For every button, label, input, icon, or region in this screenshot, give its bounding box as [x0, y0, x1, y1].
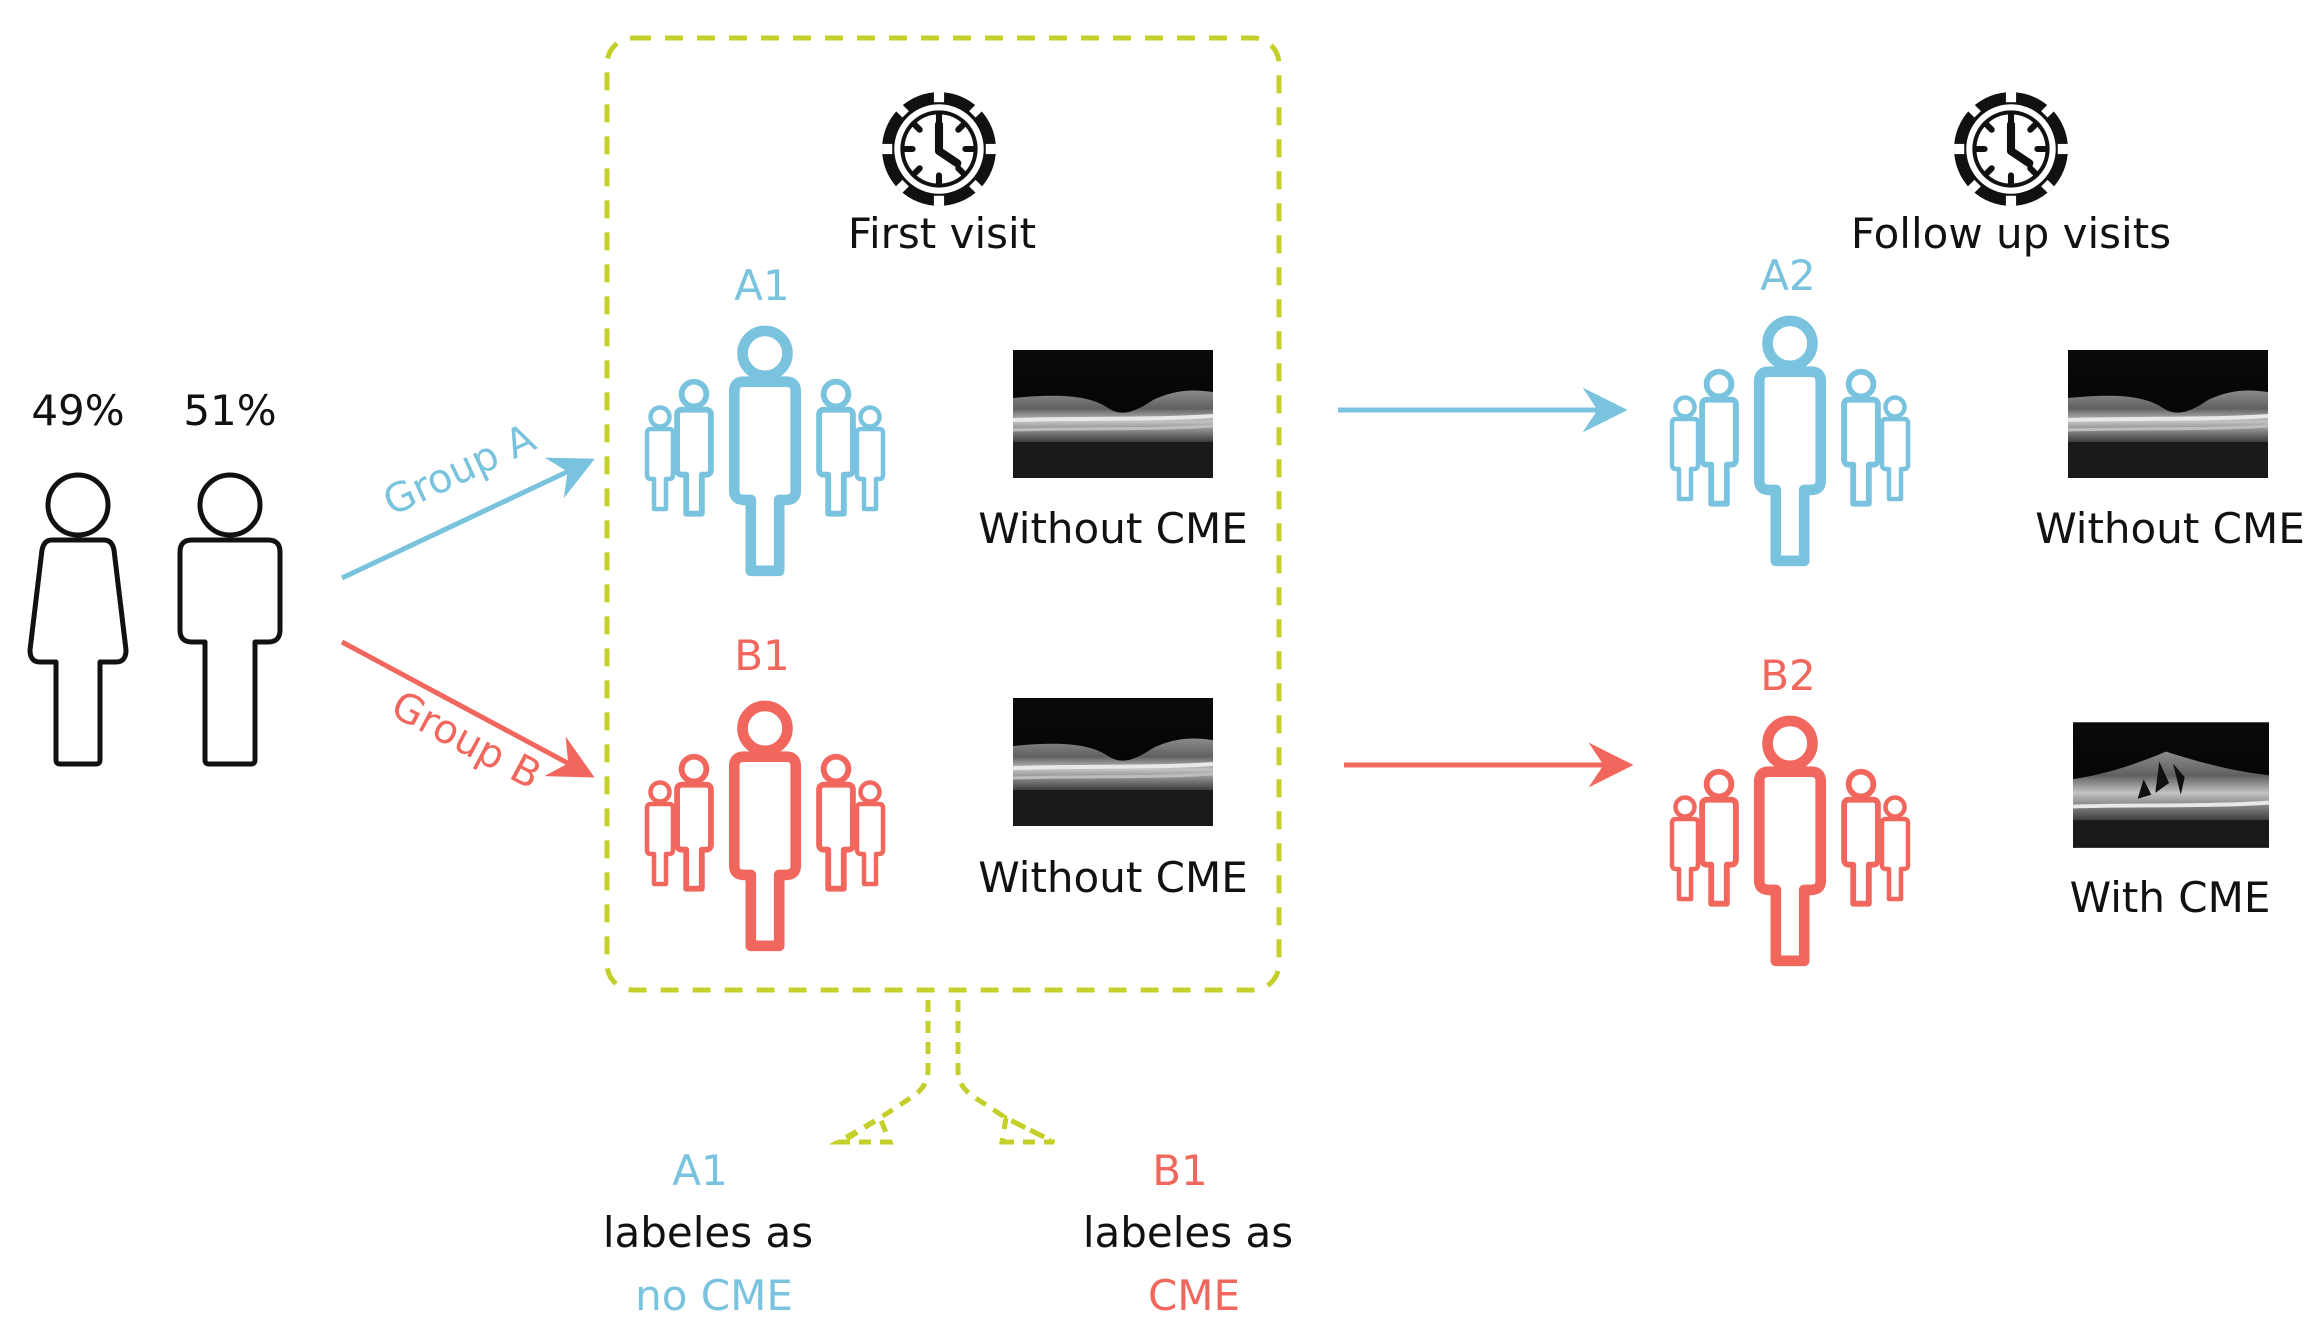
oct-scan-image	[2073, 722, 2269, 847]
a2-caption: Without CME	[2035, 504, 2305, 553]
a1-labeling-head: A1	[672, 1146, 727, 1195]
group-a-arrow	[340, 457, 595, 581]
oct-scan-image	[2068, 350, 2268, 478]
b1-caption: Without CME	[978, 853, 1248, 902]
female-person-icon	[27, 472, 129, 767]
b1-labeling: B1 labeles as CME	[1083, 1146, 1293, 1320]
b1-labeling-value: CME	[1148, 1271, 1240, 1320]
b1-labeling-line: labeles as	[1083, 1208, 1293, 1257]
female-percentage: 49%	[31, 386, 124, 435]
group-a-split: Group A	[340, 415, 595, 581]
b1-labeling-head: B1	[1152, 1146, 1208, 1195]
oct-scan-image	[1013, 698, 1213, 826]
b2-label: B2	[1760, 651, 1816, 700]
male-person-icon	[177, 472, 283, 767]
group-b-arrow	[340, 639, 595, 778]
group-a-label: Group A	[376, 415, 543, 525]
group-b-split: Group B	[340, 639, 595, 799]
label-split-connector	[828, 1000, 1056, 1145]
b1-label: B1	[734, 631, 790, 680]
a1-labeling: A1 labeles as no CME	[603, 1146, 813, 1320]
a1-label: A1	[734, 261, 789, 310]
oct-scan-image	[1013, 350, 1213, 478]
clock-icon	[882, 92, 996, 206]
a1-caption: Without CME	[978, 504, 1248, 553]
population: 49% 51%	[27, 386, 283, 767]
clock-icon	[1954, 92, 2068, 206]
people-group-icon	[647, 331, 883, 571]
people-group-icon	[647, 706, 883, 946]
a2-label: A2	[1760, 251, 1815, 300]
follow-up-title: Follow up visits	[1851, 209, 2171, 258]
people-group-icon	[1672, 321, 1908, 561]
b2-caption: With CME	[2070, 873, 2271, 922]
male-percentage: 51%	[183, 386, 276, 435]
first-visit-title: First visit	[848, 209, 1036, 258]
people-group-icon	[1672, 721, 1908, 961]
a1-labeling-value: no CME	[635, 1271, 793, 1320]
a1-labeling-line: labeles as	[603, 1208, 813, 1257]
